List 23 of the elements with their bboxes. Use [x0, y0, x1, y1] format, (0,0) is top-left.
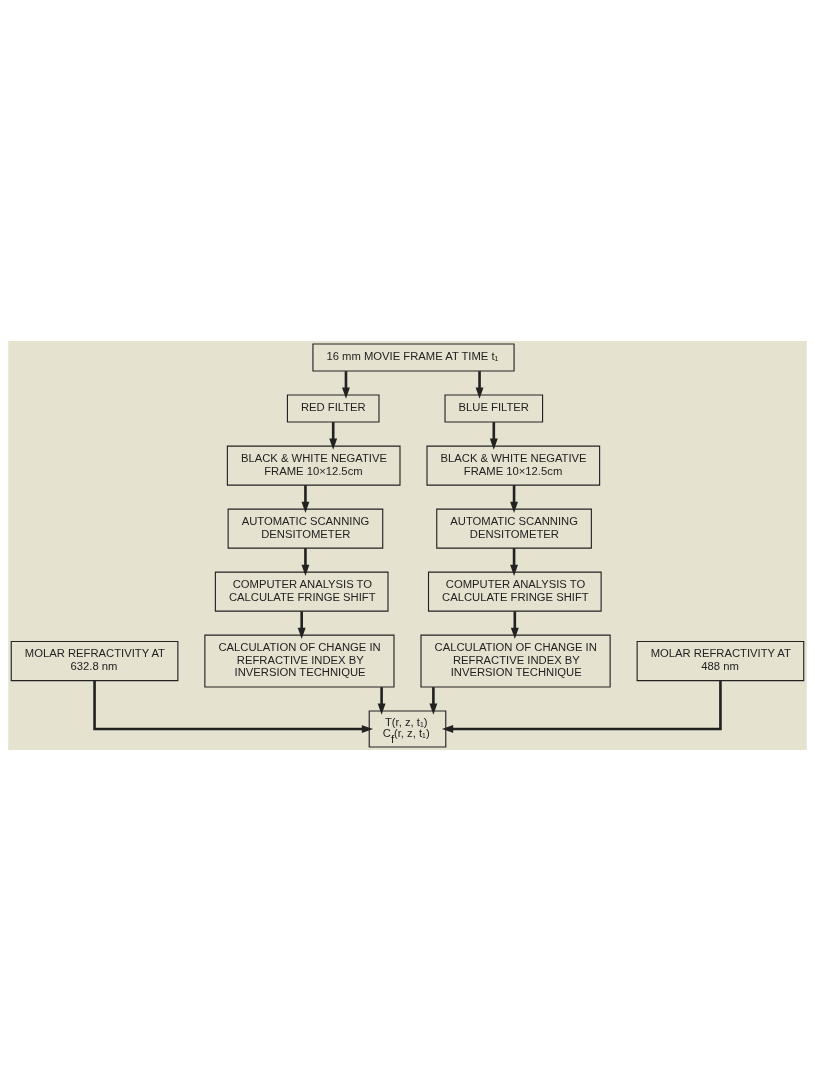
node-box: 16 mm MOVIE FRAME AT TIME t₁ [312, 343, 515, 372]
node-box: BLACK & WHITE NEGATIVE FRAME 10×12.5cm [426, 445, 601, 486]
node-box: CALCULATION OF CHANGE IN REFRACTIVE INDEX BY INVERSION TECHNIQUE [420, 634, 611, 688]
node-box: RED FILTER [286, 394, 380, 423]
node-box: BLUE FILTER [444, 394, 544, 423]
node-box: COMPUTER ANALYSIS TO CALCULATE FRINGE SHIFT [427, 571, 602, 612]
node-box: BLACK & WHITE NEGATIVE FRAME 10×12.5cm [226, 445, 401, 486]
arrow [475, 371, 484, 399]
arrow [489, 422, 498, 450]
arrow [329, 422, 338, 450]
arrow [93, 680, 374, 733]
node-box: AUTOMATIC SCANNING DENSITOMETER [436, 508, 592, 549]
node-box: AUTOMATIC SCANNING DENSITOMETER [227, 508, 384, 549]
node-box: COMPUTER ANALYSIS TO CALCULATE FRINGE SHIFT [214, 571, 389, 612]
node-box: MOLAR REFRACTIVITY AT 488 nm [636, 641, 805, 682]
arrow [297, 611, 306, 640]
node-box: MOLAR REFRACTIVITY AT 632.8 nm [10, 641, 179, 682]
node-box: CALCULATION OF CHANGE IN REFRACTIVE INDEX BY INVERSION TECHNIQUE [204, 634, 395, 688]
arrow [301, 485, 310, 513]
arrow [301, 548, 310, 577]
arrow [377, 687, 386, 715]
arrow [441, 680, 722, 733]
arrow [429, 687, 438, 715]
